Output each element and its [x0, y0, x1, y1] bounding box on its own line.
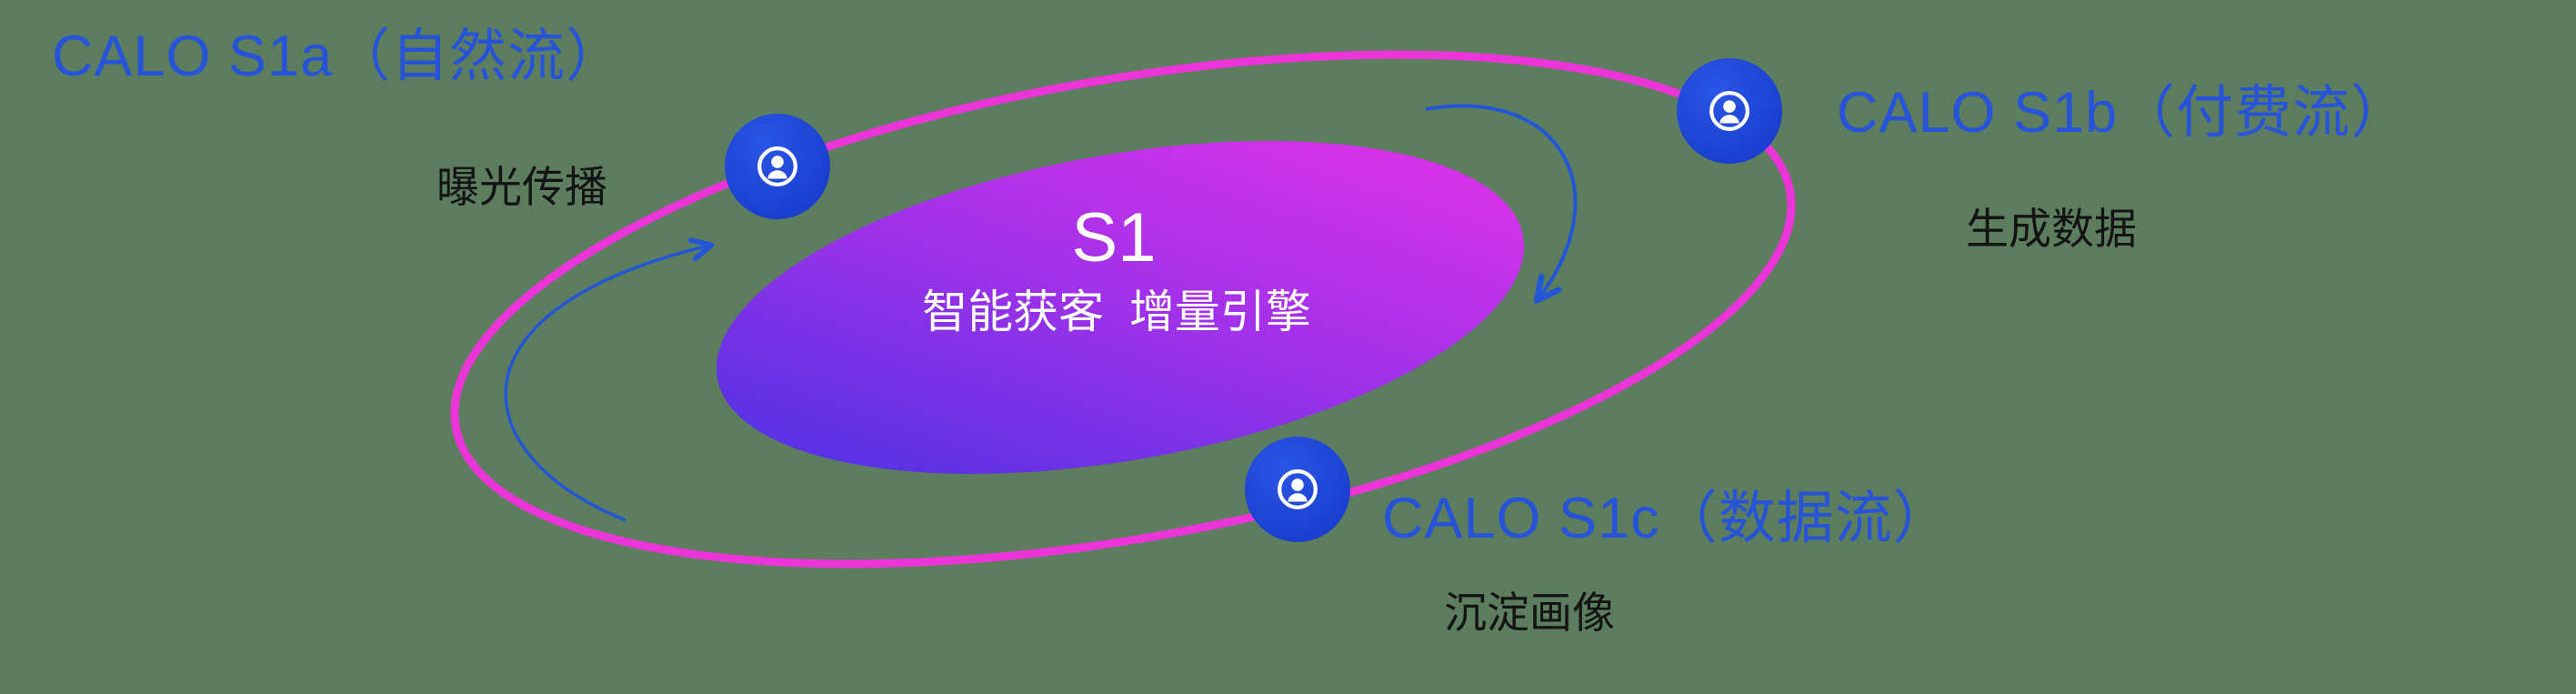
arrow-right [1425, 104, 1578, 304]
orbit-ellipse [450, 50, 1796, 568]
label-s1c: CALO S1c（数据流） [1382, 487, 1951, 550]
subtitle-s1c: 沉淀画像 [1444, 588, 1615, 637]
user-node-s1c [1245, 437, 1350, 542]
user-icon [757, 146, 797, 186]
user-node-s1b [1677, 58, 1782, 164]
label-s1a: CALO S1a（自然流） [52, 25, 625, 88]
subtitle-s1a: 曝光传播 [436, 163, 607, 211]
core-ellipse [716, 141, 1525, 474]
user-node-s1a [725, 114, 830, 219]
arrow-left [504, 237, 715, 522]
core-subtitle: 智能获客 增量引擎 [922, 287, 1311, 337]
label-s1b: CALO S1b（付费流） [1837, 81, 2410, 145]
core-title: S1 [1071, 199, 1157, 277]
subtitle-s1b: 生成数据 [1966, 205, 2137, 253]
user-icon [1709, 91, 1749, 131]
user-icon [1278, 469, 1318, 509]
